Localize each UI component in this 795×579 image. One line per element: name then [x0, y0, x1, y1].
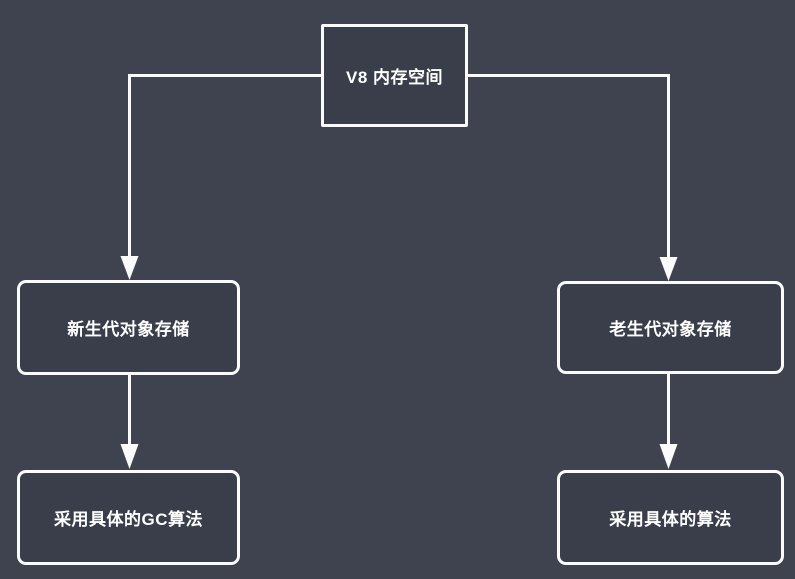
node-v8-memory-space[interactable]: V8 内存空间 — [321, 24, 468, 127]
edge-old-gen-to-algo — [659, 374, 678, 469]
edge-root-to-old-gen — [468, 74, 678, 281]
node-label: 采用具体的GC算法 — [54, 510, 203, 529]
edge-root-to-new-gen — [120, 74, 321, 280]
node-new-generation-storage[interactable]: 新生代对象存储 — [17, 280, 240, 375]
arrowhead-down-icon — [659, 257, 678, 281]
node-label: 采用具体的算法 — [609, 510, 732, 529]
node-old-generation-storage[interactable]: 老生代对象存储 — [557, 281, 784, 374]
arrowhead-down-icon — [120, 444, 139, 469]
arrowhead-down-icon — [659, 444, 678, 469]
arrowhead-down-icon — [120, 256, 139, 280]
node-label: V8 内存空间 — [345, 68, 444, 87]
node-specific-gc-algorithm[interactable]: 采用具体的GC算法 — [17, 470, 240, 565]
edge-new-gen-to-gc-algo — [120, 375, 139, 469]
node-specific-algorithm[interactable]: 采用具体的算法 — [557, 470, 784, 565]
node-label: 新生代对象存储 — [67, 320, 190, 339]
node-label: 老生代对象存储 — [609, 320, 732, 339]
